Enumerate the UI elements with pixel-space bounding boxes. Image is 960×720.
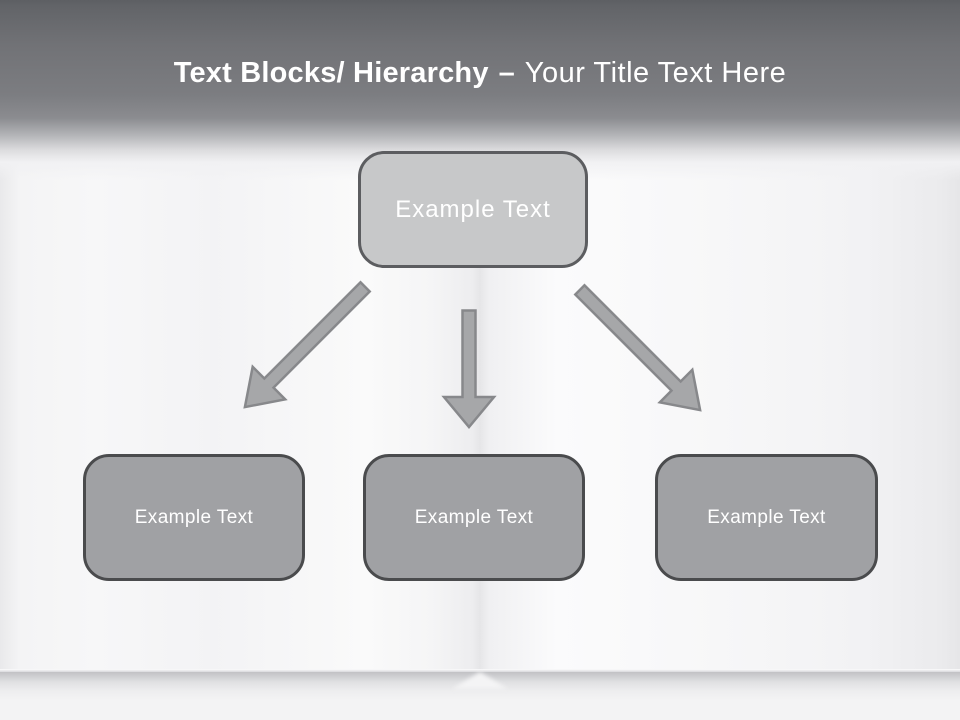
page-bottom-edge xyxy=(0,669,960,672)
slide-title: Text Blocks/ Hierarchy – Your Title Text… xyxy=(0,0,960,146)
title-primary: Text Blocks/ Hierarchy xyxy=(173,56,489,89)
arrow-down-icon xyxy=(441,309,497,429)
root-node: Example Text xyxy=(358,151,588,268)
arrow-down-right-icon xyxy=(573,283,702,412)
child-node-2-label: Example Text xyxy=(414,506,534,528)
page-fold-notch xyxy=(452,672,508,689)
title-secondary: Your Title Text Here xyxy=(524,56,787,89)
child-node-1-label: Example Text xyxy=(134,506,254,528)
root-node-label: Example Text xyxy=(395,195,551,223)
child-node-2: Example Text xyxy=(363,454,585,581)
child-node-1: Example Text xyxy=(83,454,305,581)
child-node-3-label: Example Text xyxy=(707,506,826,528)
arrow-down-left-icon xyxy=(243,280,372,409)
title-dash-separator: – xyxy=(498,56,515,89)
child-node-3: Example Text xyxy=(655,454,878,581)
